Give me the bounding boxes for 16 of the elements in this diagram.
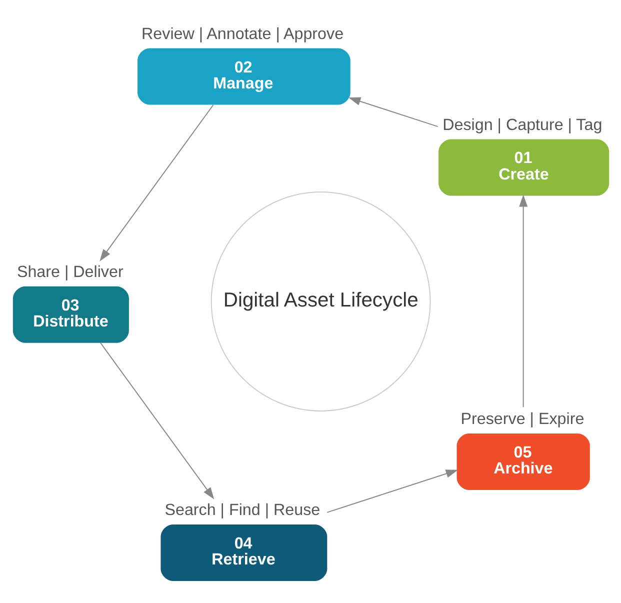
node-label: Review | Annotate | Approve xyxy=(142,24,344,43)
node-box: 04 Retrieve xyxy=(160,524,328,581)
node-label: Share | Deliver xyxy=(16,263,124,282)
arrow xyxy=(348,97,438,128)
node-label: Design | Capture | Tag xyxy=(442,116,602,134)
node-circle: Digital Asset Lifecycle xyxy=(210,192,431,412)
arrow xyxy=(519,194,528,408)
arrow xyxy=(100,104,214,262)
node-box: 03 Distribute xyxy=(12,286,129,343)
node-box: 02 Manage xyxy=(138,48,350,105)
arrow xyxy=(326,470,458,513)
node-label: Search | Find | Reuse xyxy=(164,501,320,520)
arrow xyxy=(100,342,214,500)
node-box: 01 Create xyxy=(438,139,610,196)
node-label: Preserve | Expire xyxy=(460,410,584,428)
node-box: 05 Archive xyxy=(456,434,590,490)
